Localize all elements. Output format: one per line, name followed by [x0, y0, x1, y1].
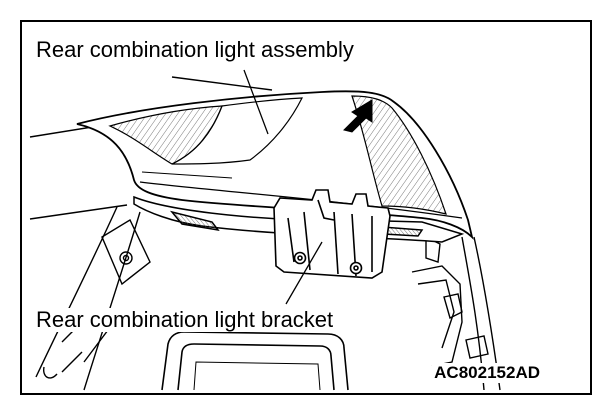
figure-code: AC802152AD	[432, 363, 542, 383]
trunk-recess	[161, 331, 349, 391]
left-panel	[42, 218, 151, 379]
rear-combination-light-assembly	[76, 90, 474, 240]
leader-lines	[243, 69, 323, 305]
direction-arrow-icon	[343, 99, 373, 133]
rear-light-illustration	[29, 69, 501, 391]
body-panel-lines	[29, 76, 273, 391]
assembly-label: Rear combination light assembly	[34, 37, 356, 62]
bracket-label: Rear combination light bracket	[34, 307, 336, 332]
diagram-frame: Rear combination light assembly Rear com…	[20, 20, 592, 395]
rear-combination-light-bracket	[273, 189, 391, 279]
